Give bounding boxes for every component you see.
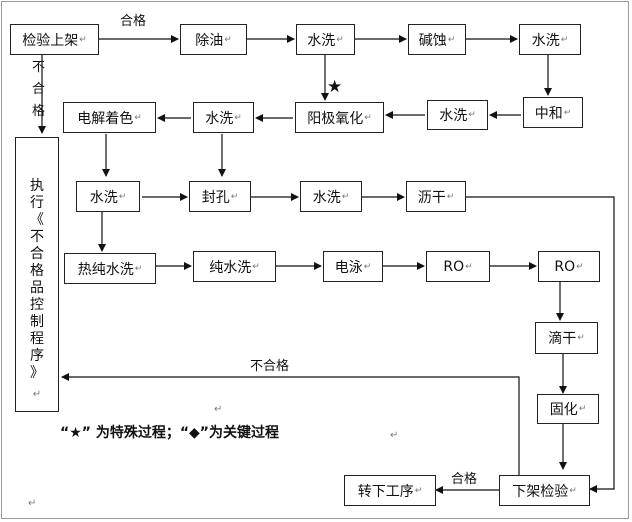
box-anodize: 阳极氧化↵ bbox=[295, 102, 384, 133]
box-drip-dry: 滴干↵ bbox=[535, 322, 598, 354]
paragraph-mark-2: ↵ bbox=[390, 430, 399, 441]
box-wash-3: 水洗↵ bbox=[427, 100, 488, 130]
paragraph-mark-3: ↵ bbox=[28, 498, 37, 509]
box-unload-inspect: 下架检验↵ bbox=[499, 475, 590, 506]
box-alkali-etch: 碱蚀↵ bbox=[408, 24, 466, 55]
box-wash-1: 水洗↵ bbox=[296, 24, 355, 55]
box-nonconforming-control: 执 行 《 不 合 格 品 控 制 程 序 》 ↵ bbox=[15, 137, 59, 412]
box-wash-6: 水洗↵ bbox=[300, 181, 362, 212]
label-pass-bottom: 合格 bbox=[451, 472, 478, 487]
box-drain: 沥干↵ bbox=[406, 181, 466, 212]
box-ro-2: RO↵ bbox=[538, 251, 600, 282]
box-seal: 封孔↵ bbox=[189, 181, 251, 212]
box-cure: 固化↵ bbox=[537, 394, 599, 424]
box-neutralize: 中和↵ bbox=[523, 97, 583, 128]
box-inspect-load: 检验上架↵ bbox=[10, 24, 99, 55]
box-ro-1: RO↵ bbox=[426, 251, 490, 282]
legend: “★” 为特殊过程；“◆”为关键过程 bbox=[60, 425, 279, 441]
label-fail-left-3: 格 bbox=[32, 104, 46, 119]
box-electrolytic-color: 电解着色↵ bbox=[63, 102, 156, 133]
special-process-star: ★ bbox=[327, 77, 343, 97]
label-fail-bottom: 不合格 bbox=[250, 359, 290, 374]
box-pure-wash: 纯水洗↵ bbox=[193, 251, 276, 282]
label-fail-left-2: 合 bbox=[32, 82, 46, 97]
box-degrease: 除油↵ bbox=[180, 24, 247, 55]
label-pass-top: 合格 bbox=[120, 14, 147, 29]
box-hot-pure-wash: 热纯水洗↵ bbox=[64, 253, 156, 284]
paragraph-mark-1: ↵ bbox=[214, 404, 223, 415]
box-wash-5: 水洗↵ bbox=[76, 181, 140, 212]
arrow-drain-to-unload bbox=[466, 196, 615, 493]
box-wash-4: 水洗↵ bbox=[193, 102, 254, 133]
label-fail-left-1: 不 bbox=[32, 60, 46, 75]
box-wash-2: 水洗↵ bbox=[519, 24, 581, 55]
box-electrophoresis: 电泳↵ bbox=[323, 251, 383, 282]
box-next-process: 转下工序↵ bbox=[344, 475, 436, 506]
arrow-unload-fail bbox=[61, 373, 520, 476]
